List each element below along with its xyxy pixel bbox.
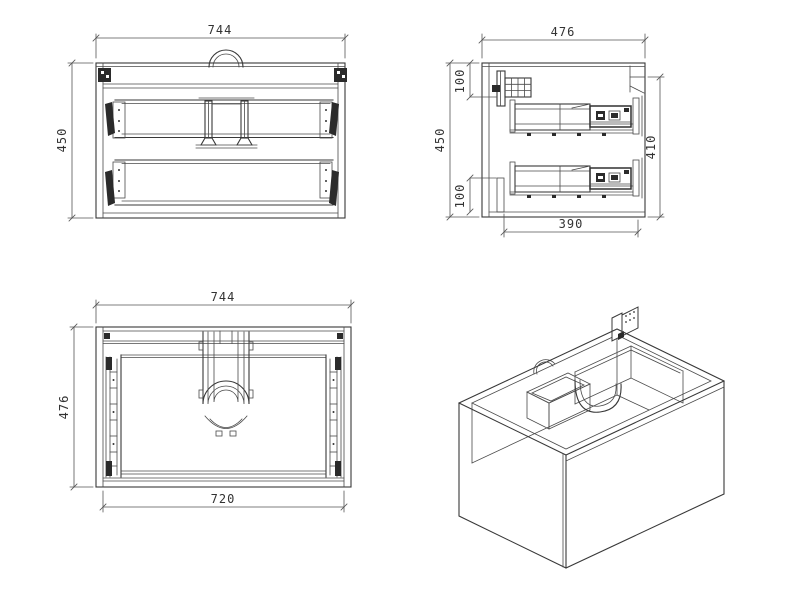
dim-front-height: 450: [55, 59, 94, 222]
dim-slide-length-label: 390: [559, 217, 584, 231]
center-bracket: [195, 97, 258, 149]
dim-hanger-offset: 100: [453, 59, 497, 101]
drawer-slide-right: [325, 354, 342, 478]
cabinet-outline: [458, 328, 725, 569]
dim-front-panel-height: 410: [644, 73, 665, 221]
dim-front-width-label: 744: [208, 23, 233, 37]
dim-plan-inner-width: 720: [99, 490, 348, 513]
side-view: 476 450 100 410: [433, 25, 665, 238]
dim-plan-width-label: 744: [211, 290, 236, 304]
dim-side-width-label: 476: [551, 25, 576, 39]
slide-clip-icon: [329, 102, 339, 136]
wall-hanger-bracket: [492, 70, 532, 107]
basin-recess-arc: [208, 49, 244, 68]
dim-front-height-label: 450: [55, 128, 69, 153]
dim-plan-depth-label: 476: [57, 395, 71, 420]
lower-drawer-slide: [509, 157, 643, 199]
bottom-spacer-strip: [496, 177, 505, 213]
dim-plan-depth: 476: [57, 323, 94, 491]
dim-bottom-offset-label: 100: [453, 184, 467, 209]
dim-plan-inner-width-label: 720: [211, 492, 236, 506]
plan-view: 744 476 720: [57, 290, 355, 513]
slide-clip-icon: [105, 170, 115, 206]
iso-view: [458, 306, 725, 569]
dim-bottom-offset: 100: [453, 174, 497, 216]
dim-front-panel-height-label: 410: [644, 135, 658, 160]
upper-drawer-slide: [509, 95, 643, 137]
siphon-cutout: [198, 331, 254, 437]
wall-clip-right-icon: [334, 68, 347, 82]
slide-clip-icon: [105, 102, 115, 136]
iso-drawer-partition: [574, 345, 684, 413]
dim-slide-length: 390: [500, 213, 642, 238]
dim-front-width: 744: [92, 23, 349, 59]
iso-hanger-bracket: [611, 306, 639, 342]
dim-side-width: 476: [478, 25, 649, 59]
slide-clip-icon: [329, 170, 339, 206]
front-view: 744 450: [55, 23, 349, 222]
wall-clip-left-icon: [98, 68, 111, 82]
plumbing-notch-arc: [533, 359, 556, 375]
dim-plan-width: 744: [92, 290, 355, 324]
drawer-slide-left: [105, 354, 122, 478]
upper-drawer-front: [105, 99, 339, 139]
dim-side-height-label: 450: [433, 128, 447, 153]
cabinet-top-rim: [471, 334, 712, 450]
dim-side-height: 450: [433, 59, 480, 221]
lower-drawer-front: [105, 159, 339, 206]
dim-hanger-offset-label: 100: [453, 69, 467, 94]
iso-small-compartment: [526, 372, 591, 430]
